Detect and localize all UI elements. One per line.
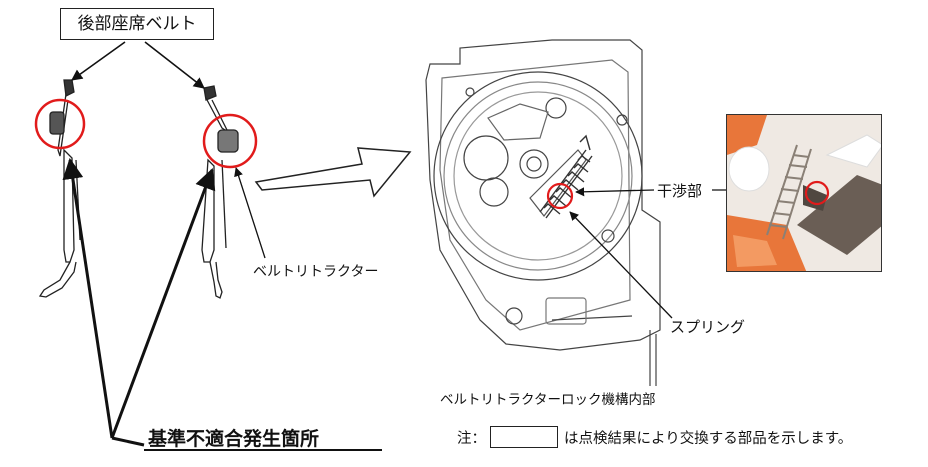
right-retractor-highlight	[202, 113, 258, 169]
defect-label-underline	[144, 449, 382, 451]
note-legend-box	[490, 426, 558, 448]
spring-leader	[569, 211, 673, 319]
defect-location-label: 基準不適合発生箇所	[148, 428, 320, 450]
spring-photo	[726, 114, 882, 272]
mechanism-drawing	[425, 39, 661, 386]
photo-interference-highlight	[804, 180, 830, 206]
retractor-leader	[234, 167, 266, 259]
mechanism-caption: ベルトリトラクターロック機構内部	[440, 392, 656, 408]
mechanism-interference-highlight	[546, 182, 574, 210]
zoom-arrow	[254, 147, 412, 198]
interference-part-label: 干渉部	[657, 182, 703, 200]
spring-photo-image	[727, 115, 881, 271]
arrow-label-to-right	[144, 41, 205, 89]
arrow-label-to-left	[71, 41, 126, 81]
rear-seat-belt-label: 後部座席ベルト	[60, 8, 214, 40]
interference-leader	[575, 187, 655, 197]
left-retractor-highlight	[34, 98, 86, 150]
note-text: は点検結果により交換する部品を示します。	[564, 430, 853, 447]
spring-label: スプリング	[670, 318, 746, 336]
belt-retractor-label: ベルトリトラクター	[253, 264, 379, 280]
note-prefix: 注：	[457, 430, 486, 447]
right-belt-assembly	[201, 85, 239, 299]
defect-arrows	[62, 157, 216, 447]
legend-note: 注： は点検結果により交換する部品を示します。	[457, 426, 852, 448]
